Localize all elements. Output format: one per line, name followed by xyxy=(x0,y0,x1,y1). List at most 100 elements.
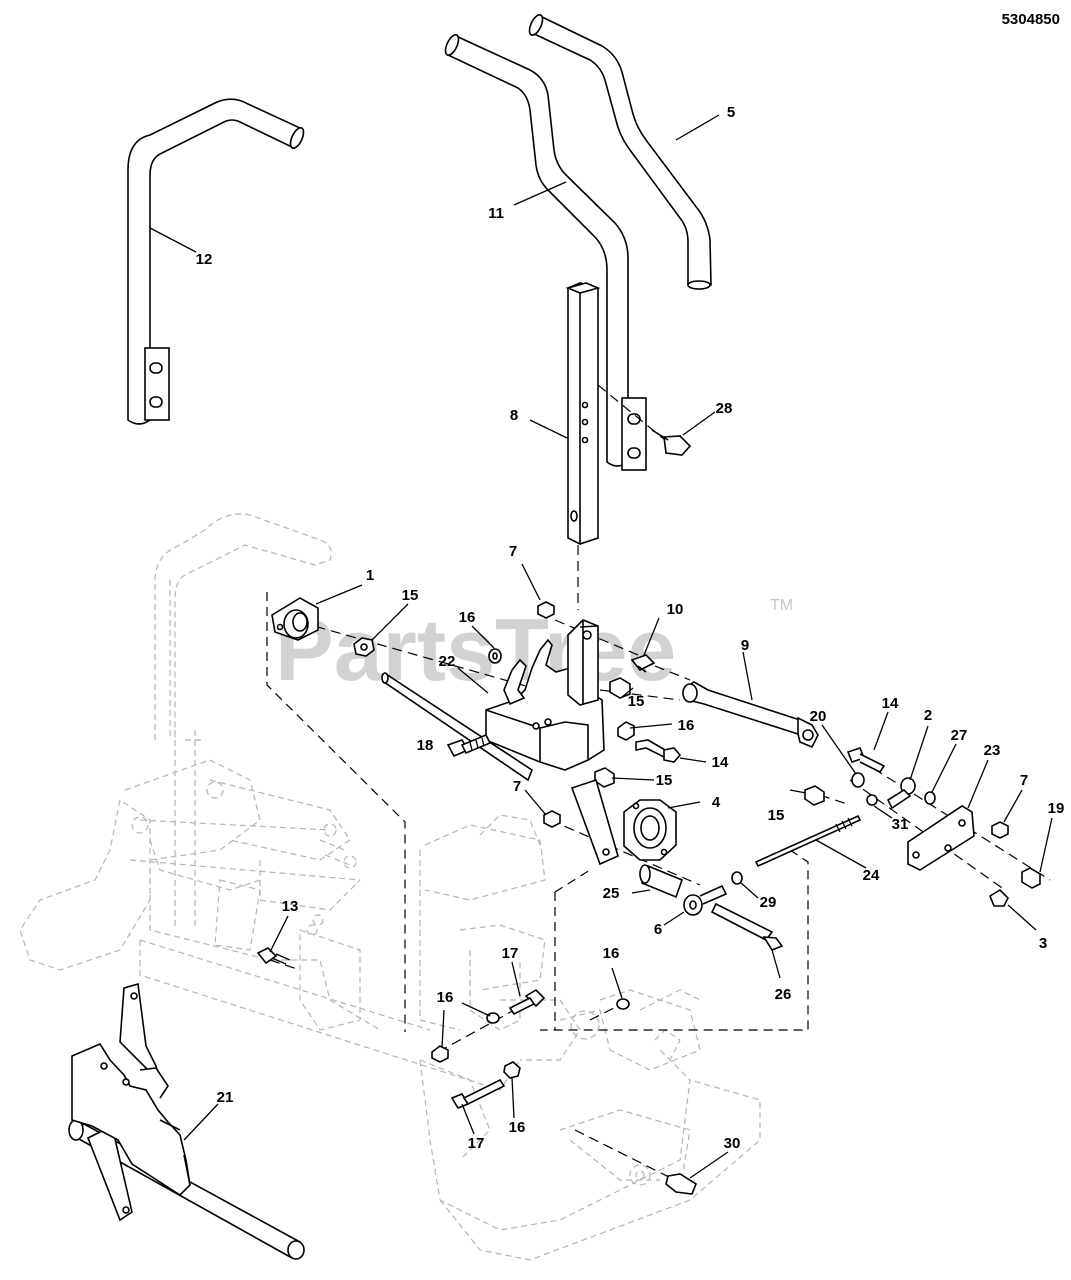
axis-upper xyxy=(299,621,541,691)
axis-7b xyxy=(549,819,701,886)
callout-30: 30 xyxy=(724,1135,741,1152)
callout-12: 12 xyxy=(196,251,213,268)
part-22-bracket xyxy=(381,619,605,782)
callout-9: 9 xyxy=(741,637,749,654)
part-19-bolt xyxy=(1021,867,1041,889)
callout-16e: 16 xyxy=(509,1119,526,1136)
callout-31: 31 xyxy=(892,816,909,833)
diagram-id: 5304850 xyxy=(1002,11,1060,28)
part-17-bolt-a xyxy=(508,988,546,1016)
part-9-gas-spring xyxy=(682,681,819,749)
part-25-spacer xyxy=(639,864,684,899)
axis-15d xyxy=(819,794,851,806)
callout-28: 28 xyxy=(716,400,733,417)
callout-15b: 15 xyxy=(628,693,645,710)
callout-26: 26 xyxy=(775,986,792,1003)
part-12-handle xyxy=(127,98,305,425)
axis-30 xyxy=(574,1129,676,1181)
part-5-handle xyxy=(528,14,712,290)
callout-17a: 17 xyxy=(502,945,519,962)
part-21-assembly xyxy=(68,982,305,1260)
callout-24: 24 xyxy=(863,867,880,884)
part-16-nut-c xyxy=(431,1045,449,1063)
part-16-washer-d xyxy=(616,998,630,1010)
part-7-nut-c xyxy=(991,821,1009,839)
callout-7c: 7 xyxy=(1020,772,1028,789)
callout-18: 18 xyxy=(417,737,434,754)
part-13-bolt xyxy=(256,947,291,965)
part-16-nut-e xyxy=(503,1061,521,1079)
part-8-tube xyxy=(565,282,601,545)
callout-4: 4 xyxy=(712,794,721,811)
part-15-nut-b xyxy=(609,677,631,699)
part-15-nut-a xyxy=(353,637,375,657)
part-lever-arm xyxy=(570,778,619,866)
part-6-rod-end xyxy=(683,884,728,916)
part-1-bushing xyxy=(271,597,319,641)
callout-5: 5 xyxy=(727,104,735,121)
callout-16d: 16 xyxy=(603,945,620,962)
axis-13 xyxy=(269,959,301,971)
callout-8: 8 xyxy=(510,407,518,424)
callout-15d: 15 xyxy=(768,807,785,824)
part-18-bolt xyxy=(446,733,492,758)
callout-labels: 12 11 5 28 8 1 15 7 16 10 22 9 15 16 14 … xyxy=(196,104,1065,1152)
part-26-bolt xyxy=(710,902,784,951)
callout-21: 21 xyxy=(217,1089,234,1106)
callout-2: 2 xyxy=(924,707,932,724)
part-16-nut-b xyxy=(617,721,635,741)
callout-16b: 16 xyxy=(678,717,695,734)
callout-6: 6 xyxy=(654,921,662,938)
axis-16d xyxy=(589,1004,621,1021)
part-16-washer-a xyxy=(488,648,502,664)
callout-1: 1 xyxy=(366,567,374,584)
part-17-bolt-b xyxy=(450,1078,506,1109)
callout-15c: 15 xyxy=(656,772,673,789)
part-16-washer-c xyxy=(486,1012,500,1024)
part-10-spacer xyxy=(630,654,656,673)
callout-22: 22 xyxy=(439,653,456,670)
part-11-handle xyxy=(444,34,647,471)
part-14-bolt-b xyxy=(846,747,886,774)
part-31-nut xyxy=(866,794,878,806)
callout-14a: 14 xyxy=(712,754,729,771)
callout-25: 25 xyxy=(603,885,620,902)
part-29-nut xyxy=(731,871,743,885)
callout-19: 19 xyxy=(1048,800,1065,817)
callout-23: 23 xyxy=(984,742,1001,759)
part-14-bolt-a xyxy=(635,739,682,763)
part-15-nut-d xyxy=(804,785,825,806)
callout-13: 13 xyxy=(282,898,299,915)
callout-16c: 16 xyxy=(437,989,454,1006)
part-27-washer xyxy=(924,791,936,805)
callout-10: 10 xyxy=(667,601,684,618)
part-4-bearing xyxy=(623,799,677,861)
part-3-bolt xyxy=(989,888,1009,907)
part-30-bolt xyxy=(665,1173,697,1195)
axis-7a xyxy=(554,619,651,661)
part-7-nut-b xyxy=(543,810,561,828)
callout-29: 29 xyxy=(760,894,777,911)
callout-14b: 14 xyxy=(882,695,899,712)
callout-17b: 17 xyxy=(468,1135,485,1152)
assembly-box-left xyxy=(266,592,406,1032)
part-23-plate xyxy=(907,805,975,871)
part-2-ball-joint xyxy=(886,777,916,810)
axis-15b xyxy=(599,689,681,701)
callout-27: 27 xyxy=(951,727,968,744)
callout-15a: 15 xyxy=(402,587,419,604)
assembly-box-lower xyxy=(540,849,809,1031)
leader-lines xyxy=(149,114,1053,1179)
callout-7b: 7 xyxy=(513,778,521,795)
callout-11: 11 xyxy=(488,205,504,222)
part-24-rod xyxy=(754,814,862,868)
part-28-bolt xyxy=(651,429,692,456)
callout-7a: 7 xyxy=(509,543,517,560)
watermark-trademark: TM xyxy=(770,597,793,614)
callout-3: 3 xyxy=(1039,935,1047,952)
callout-16a: 16 xyxy=(459,609,476,626)
part-20-nut xyxy=(851,772,865,788)
callout-20: 20 xyxy=(810,708,827,725)
part-7-nut-a xyxy=(537,601,555,619)
